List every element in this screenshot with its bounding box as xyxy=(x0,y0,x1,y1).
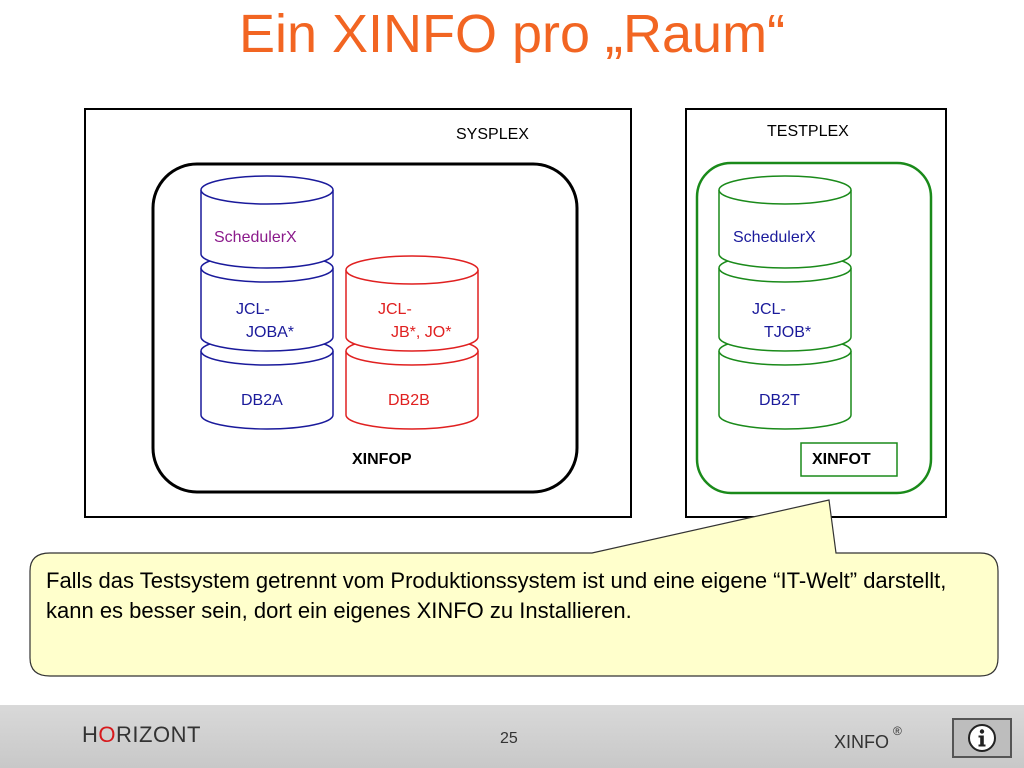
cylinder-stack-a xyxy=(200,175,334,430)
xinfop-label: XINFOP xyxy=(352,451,412,468)
db2b-label: DB2B xyxy=(388,392,430,409)
scheduler-t-label: SchedulerX xyxy=(733,229,816,246)
info-button[interactable] xyxy=(952,718,1012,758)
info-icon xyxy=(968,724,996,752)
callout-text: Falls das Testsystem getrennt vom Produk… xyxy=(46,568,947,623)
registered-mark: ® xyxy=(893,724,902,738)
product-label: XINFO xyxy=(834,732,890,752)
xinfot-label-box xyxy=(800,442,898,477)
scheduler-a-label: SchedulerX xyxy=(214,229,297,246)
cylinder-stack-b xyxy=(345,255,479,430)
product-name: XINFO® xyxy=(834,724,902,753)
jcl-t-line2: TJOB* xyxy=(764,324,812,341)
footer-bar xyxy=(0,705,1024,768)
page-number: 25 xyxy=(500,730,518,747)
cylinder-stack-t xyxy=(718,175,852,430)
db2t-label: DB2T xyxy=(759,392,800,409)
jcl-a-line2: JOBA* xyxy=(246,324,295,341)
jcl-b-line1: JCL- xyxy=(378,301,412,318)
jcl-b-line2: JB*, JO* xyxy=(391,324,452,341)
horizont-logo: HORIZONT xyxy=(82,722,201,748)
callout-bubble xyxy=(29,499,999,677)
jcl-t-line1: JCL- xyxy=(752,301,786,318)
slide-title: Ein XINFO pro „Raum“ xyxy=(238,4,786,64)
sysplex-label: SYSPLEX xyxy=(456,126,529,143)
testplex-label: TESTPLEX xyxy=(767,123,849,140)
brand-first: H xyxy=(82,722,99,747)
xinfot-label: XINFOT xyxy=(812,451,871,468)
brand-accent: O xyxy=(98,722,117,747)
brand-rest: RIZONT xyxy=(116,722,201,747)
jcl-a-line1: JCL- xyxy=(236,301,270,318)
db2a-label: DB2A xyxy=(241,392,283,409)
